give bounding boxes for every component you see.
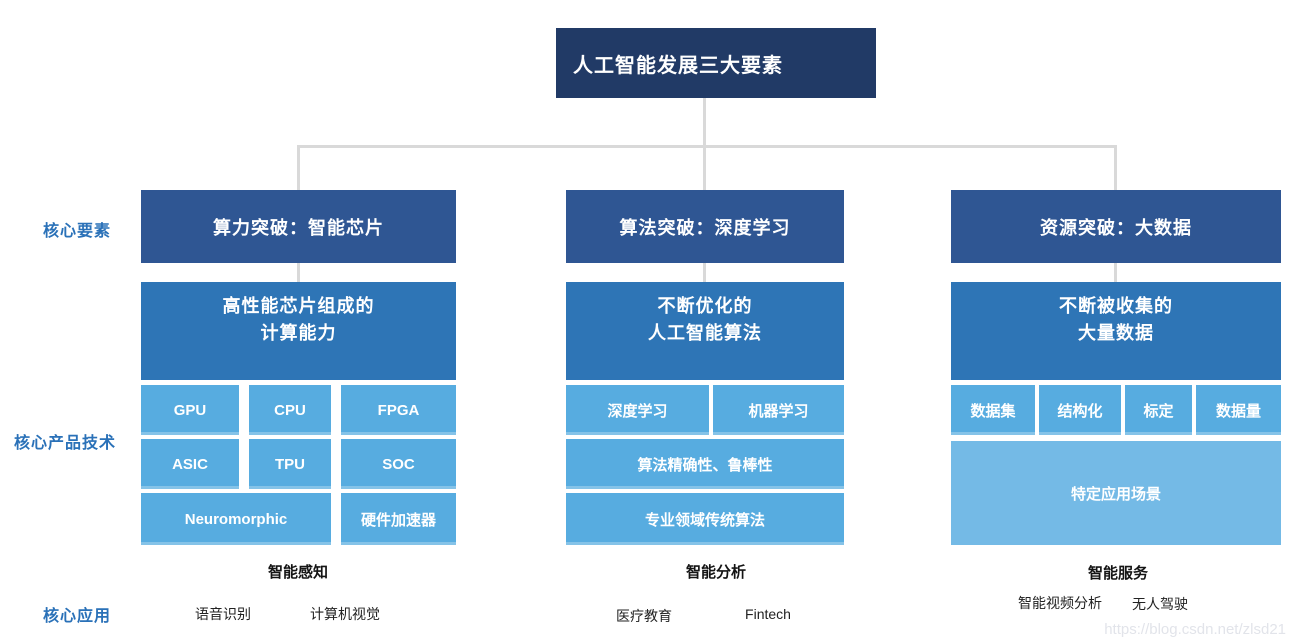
category-intelligent-analysis: 智能分析 [685,564,747,581]
app-intelligent-video-analysis: 智能视频分析 [1018,595,1102,611]
column-2-header: 算法突破：深度学习 [566,190,844,263]
connector-stub-column-1 [297,148,300,190]
connector-stub-column-3 [1114,148,1117,190]
row-label-core-products: 核心产品技术 [14,435,117,452]
chip-domain-traditional-algorithms: 专业领域传统算法 [566,493,844,545]
connector-mid-column-1 [297,263,300,282]
column-3-description: 不断被收集的 大量数据 [951,282,1281,380]
chip-specific-application-scenarios: 特定应用场景 [951,441,1281,545]
chip-data-volume: 数据量 [1196,385,1281,435]
app-fintech: Fintech [745,606,791,622]
row-label-core-elements: 核心要素 [43,223,112,240]
chip-neuromorphic: Neuromorphic [141,493,331,545]
category-intelligent-services: 智能服务 [1087,565,1149,582]
chip-structured: 结构化 [1039,385,1121,435]
connector-mid-column-3 [1114,263,1117,282]
category-intelligent-perception: 智能感知 [267,564,329,581]
connector-stub-column-2 [703,148,706,190]
chip-cpu: CPU [249,385,331,435]
row-label-core-applications: 核心应用 [43,608,112,625]
column-3-header: 资源突破：大数据 [951,190,1281,263]
chip-asic: ASIC [141,439,239,489]
column-1-header: 算力突破：智能芯片 [141,190,456,263]
chip-labeling: 标定 [1125,385,1192,435]
chip-hardware-accelerator: 硬件加速器 [341,493,456,545]
watermark-url: https://blog.csdn.net/zlsd21 [1104,621,1286,638]
app-speech-recognition: 语音识别 [195,606,251,622]
app-medical-education: 医疗教育 [616,608,672,624]
connector-mid-column-2 [703,263,706,282]
chip-fpga: FPGA [341,385,456,435]
diagram-title: 人工智能发展三大要素 [556,28,876,98]
chip-dataset: 数据集 [951,385,1035,435]
column-1-description: 高性能芯片组成的 计算能力 [141,282,456,380]
connector-horizontal-line [297,145,1117,148]
column-2-description: 不断优化的 人工智能算法 [566,282,844,380]
chip-deep-learning: 深度学习 [566,385,709,435]
chip-machine-learning: 机器学习 [713,385,844,435]
connector-title-stem [703,98,706,145]
chip-algorithm-accuracy-robustness: 算法精确性、鲁棒性 [566,439,844,489]
app-computer-vision: 计算机视觉 [310,606,380,622]
chip-soc: SOC [341,439,456,489]
chip-tpu: TPU [249,439,331,489]
app-autonomous-driving: 无人驾驶 [1132,596,1188,612]
chip-gpu: GPU [141,385,239,435]
